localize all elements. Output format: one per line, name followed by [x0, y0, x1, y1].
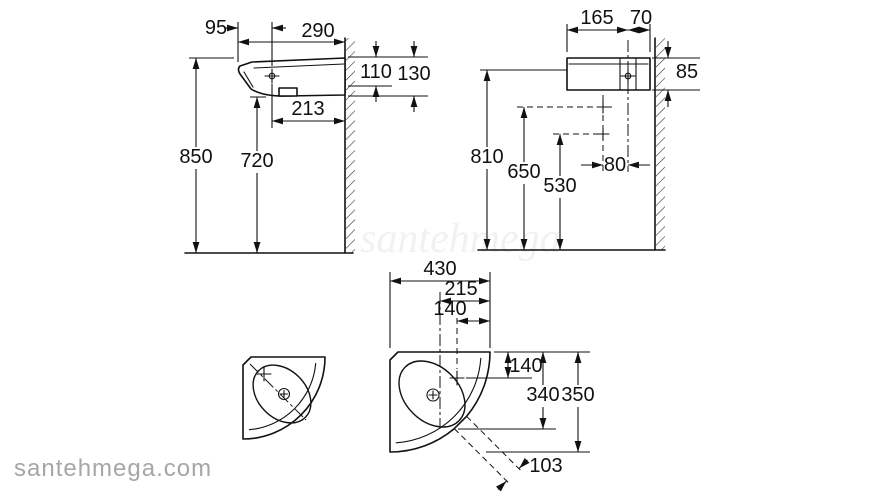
wall-hatch — [656, 38, 665, 250]
top-view-right: 430 215 140 140 340 350 103 — [389, 258, 595, 492]
overflow-boss — [278, 87, 298, 97]
dim-110: 110 — [360, 41, 392, 102]
dim-720: 720 — [240, 97, 274, 253]
dashed-extension-lines — [517, 106, 612, 135]
dim-810: 810 — [470, 70, 504, 250]
dim-430-label: 430 — [423, 258, 456, 280]
rim-inner-arc — [248, 362, 317, 431]
wall-hatch — [346, 38, 355, 253]
dim-215: 215 — [440, 278, 490, 305]
dim-340-label: 340 — [526, 384, 559, 406]
dim-140-side-label: 140 — [509, 355, 542, 377]
dim-213: 213 — [272, 98, 345, 125]
dim-130: 130 — [397, 41, 431, 112]
chamfer-leader-lines — [453, 415, 522, 484]
dim-110-label: 110 — [360, 61, 392, 83]
site-watermark: santehmega.com — [14, 455, 212, 482]
dim-140-top: 140 — [433, 298, 490, 325]
rim-inner-arc — [395, 357, 482, 444]
dim-650: 650 — [507, 107, 541, 250]
bowl-outline — [252, 364, 312, 424]
dim-130-label: 130 — [397, 63, 430, 85]
dim-95: 95 — [205, 17, 286, 39]
dim-650-label: 650 — [507, 161, 540, 183]
dim-103-label: 103 — [529, 455, 562, 477]
dim-530-label: 530 — [543, 175, 576, 197]
diagonal-center-line — [249, 363, 307, 421]
dim-165: 165 — [567, 7, 628, 34]
dim-70-label: 70 — [630, 7, 652, 29]
bowl-outline — [398, 360, 466, 428]
dim-80: 80 — [581, 154, 650, 176]
side-view: 95 290 110 130 213 850 720 — [179, 17, 431, 254]
dim-290-label: 290 — [301, 20, 334, 42]
dim-85-label: 85 — [676, 61, 698, 83]
dim-70: 70 — [628, 7, 652, 34]
dim-340: 340 — [526, 352, 560, 429]
dim-720-label: 720 — [240, 150, 273, 172]
dim-165-label: 165 — [580, 7, 613, 29]
drain-cross — [279, 389, 289, 399]
rear-detail-lines — [568, 57, 649, 91]
dim-80-label: 80 — [604, 154, 626, 176]
front-inner-line — [243, 71, 254, 88]
dim-215-label: 215 — [444, 278, 477, 300]
dim-290: 290 — [238, 20, 345, 46]
top-view-left — [242, 356, 326, 440]
dim-103: 103 — [496, 455, 563, 492]
drain-mark — [277, 387, 291, 401]
dim-140-side: 140 — [504, 352, 543, 378]
drain-mark — [426, 388, 440, 402]
dim-530: 530 — [543, 134, 577, 250]
dim-430: 430 — [390, 258, 490, 285]
dim-350-label: 350 — [561, 384, 594, 406]
dim-350: 350 — [561, 352, 595, 452]
dim-140-top-label: 140 — [433, 298, 466, 320]
drain-cross — [428, 390, 438, 400]
tap-hole-mark — [449, 370, 465, 386]
dim-850-label: 850 — [179, 146, 212, 168]
rear-view: 165 70 85 810 650 530 80 — [470, 7, 700, 251]
dim-810-label: 810 — [470, 146, 503, 168]
tap-hole-mark — [264, 68, 280, 84]
dim-213-label: 213 — [291, 98, 324, 120]
rim-inner-line — [253, 63, 345, 69]
basin-rear-outline — [566, 57, 651, 91]
dim-85: 85 — [664, 41, 698, 107]
faint-watermark: santehmega — [360, 216, 561, 262]
extension-lines — [480, 24, 700, 91]
dim-850: 850 — [179, 58, 213, 253]
tap-hole-circle — [268, 72, 276, 80]
tap-hole-mark — [256, 366, 272, 382]
dim-95-label: 95 — [205, 17, 227, 39]
